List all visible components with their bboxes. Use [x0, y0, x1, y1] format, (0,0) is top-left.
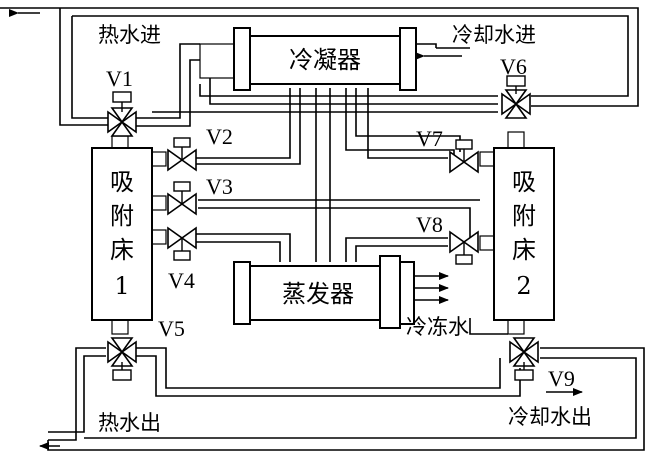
valve-label-v1: V1 [106, 66, 133, 91]
outer-pipe-loop [0, 7, 645, 451]
chilled-water-label: 冷冻水 [406, 315, 469, 339]
valve-v6[interactable] [501, 75, 531, 119]
bed1-bottom-nozzle [111, 319, 129, 335]
bed2-top-nozzle [507, 131, 525, 149]
bed2-char: 2 [516, 272, 531, 300]
bed2-bottom-nozzle [507, 319, 525, 335]
bed1-char: 吸 [110, 168, 134, 196]
bed2-char: 床 [512, 236, 536, 264]
valve-v2[interactable] [167, 137, 197, 172]
valve-symbols [107, 75, 539, 381]
valve-label-v9: V9 [548, 366, 575, 391]
valve-v3[interactable] [167, 181, 197, 216]
valve-label-v5: V5 [158, 316, 185, 341]
cooling-water-out-label: 冷却水出 [508, 405, 592, 429]
adsorber-bed-1: 吸 附 床 1 [91, 147, 153, 321]
bottom-left-pipe [48, 347, 106, 441]
evaporator-label: 蒸发器 [282, 280, 354, 308]
bed1-char: 床 [110, 236, 134, 264]
valve-v5[interactable] [107, 337, 137, 381]
condenser: 冷凝器 [199, 27, 417, 91]
valve-v9[interactable] [509, 337, 539, 381]
left-top-pipe-inner [71, 16, 108, 119]
bottom-inner-pipe [84, 357, 637, 439]
adsorber-bed-2: 吸 附 床 2 [493, 147, 555, 321]
valve-v8[interactable] [449, 230, 479, 265]
bottom-left-pipe-inner [48, 355, 106, 433]
valve-label-v3: V3 [206, 174, 233, 199]
top-outer-pipe [40, 7, 639, 107]
bed2-char: 附 [512, 202, 536, 230]
condenser-label: 冷凝器 [289, 46, 361, 74]
valve-label-v6: V6 [500, 54, 527, 79]
top-inner-pipe [72, 15, 629, 97]
valve-label-v7: V7 [416, 126, 443, 151]
left-top-pipe [59, 8, 108, 126]
valve-label-v8: V8 [416, 212, 443, 237]
cool-in-connector [416, 43, 437, 48]
bottom-outer-pipe [47, 347, 645, 451]
valve-v7[interactable] [449, 139, 479, 174]
valve-v4[interactable] [167, 226, 197, 261]
bed1-char: 1 [114, 272, 129, 300]
evaporator: 蒸发器 [233, 255, 415, 329]
bed1-top-nozzle [111, 135, 129, 149]
hot-water-in-label: 热水进 [98, 23, 161, 47]
valve-v1[interactable] [107, 91, 137, 137]
hot-water-out-label: 热水出 [98, 411, 161, 435]
bed1-char: 附 [110, 202, 134, 230]
cooling-water-in-label: 冷却水进 [452, 23, 536, 47]
internal-pipes [134, 43, 521, 397]
valve-label-v2: V2 [206, 124, 233, 149]
valve-label-v4: V4 [168, 268, 195, 293]
bed2-char: 吸 [512, 168, 536, 196]
